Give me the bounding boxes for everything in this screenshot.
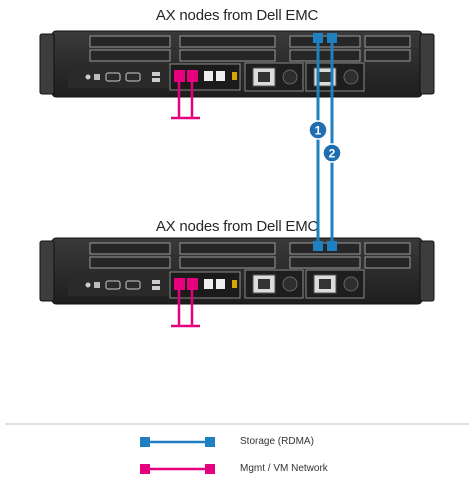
legend-label-mgmt: Mgmt / VM Network [240,463,328,474]
svg-text:1: 1 [315,124,322,138]
legend-label-storage: Storage (RDMA) [240,436,314,447]
legend-swatch-mgmt [140,464,215,474]
legend-swatch-storage [140,437,215,447]
storage-cable-2 [327,33,337,251]
storage-cable-1 [313,33,323,251]
node-title-bottom: AX nodes from Dell EMC [155,218,319,235]
mgmt-cables-bottom [171,290,200,328]
server-top [39,30,435,98]
link-badge-2: 2 [322,143,342,163]
mgmt-cables-top [171,82,200,120]
server-bottom [39,237,435,305]
svg-text:2: 2 [329,147,336,161]
link-badge-1: 1 [308,120,328,140]
node-title-top: AX nodes from Dell EMC [155,7,319,24]
